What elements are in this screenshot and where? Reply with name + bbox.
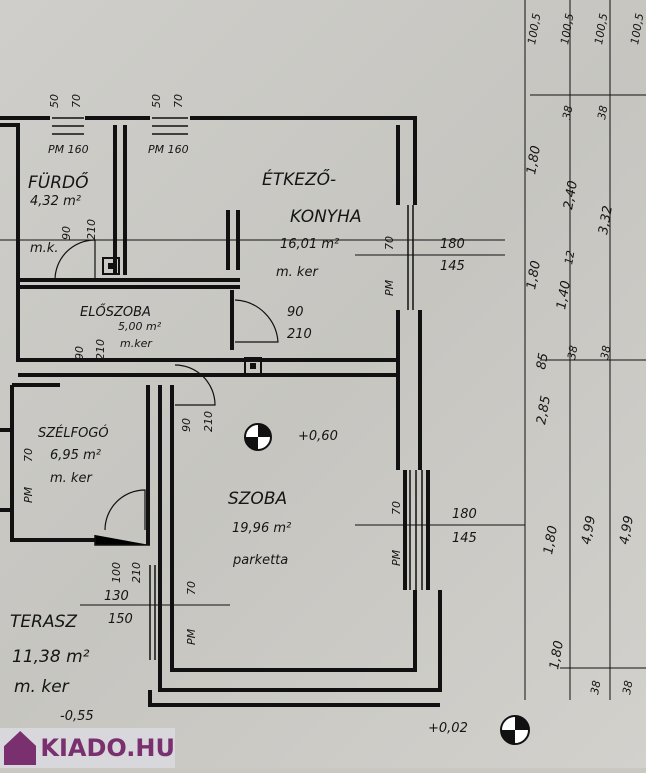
dim-col3-3: 38 <box>598 344 613 360</box>
kitchen-area: 16,01 m² <box>280 237 339 252</box>
kitchen-window-width: 180 <box>440 237 465 252</box>
watermark-text: KIADO.HU <box>40 734 175 762</box>
vestibule-window-pm: PM <box>22 486 35 503</box>
watermark: KIADO.HU <box>0 728 175 768</box>
dim-col2-7: 38 <box>588 679 603 695</box>
dim-top-4: 100,5 <box>628 12 646 45</box>
room-door-width: 90 <box>180 418 193 432</box>
room-name: SZOBA <box>228 489 287 509</box>
window1-label: PM 160 <box>48 143 89 156</box>
dim-col3-2: 3,32 <box>596 205 616 236</box>
vestibule-area: 6,95 m² <box>50 448 101 463</box>
dim-partial: 85 <box>534 352 552 371</box>
terrace-door-width: 100 <box>110 562 123 583</box>
room-window-parapet: 145 <box>452 531 477 546</box>
kitchen-floor: m. ker <box>276 265 319 280</box>
bath-door-height: 210 <box>85 219 98 240</box>
terrace-dim-2: 150 <box>108 612 133 627</box>
bathroom-floor: m.k. <box>30 241 58 256</box>
window1-width: 50 <box>48 94 61 108</box>
dim-col2-5: 38 <box>565 344 580 360</box>
dim-col1-3: 2,85 <box>534 395 554 426</box>
dim-col2-2: 2,40 <box>561 180 581 211</box>
room-door-height: 210 <box>202 411 215 432</box>
hall-area: 5,00 m² <box>118 320 162 333</box>
dim-col1-4: 1,80 <box>541 525 561 556</box>
window1-height: 70 <box>70 94 83 108</box>
entry-door-height: 210 <box>94 339 107 360</box>
hall-door-height: 210 <box>287 327 312 342</box>
terrace-name: TERASZ <box>10 612 77 632</box>
dim-top-1: 100,5 <box>525 12 543 45</box>
vestibule-window-height: 70 <box>22 448 35 462</box>
window2-label: PM 160 <box>148 143 189 156</box>
terrace-window-pm: PM <box>185 628 198 645</box>
bathroom-area: 4,32 m² <box>30 194 81 209</box>
kitchen-name-2: KONYHA <box>290 207 362 227</box>
terrace-floor: m. ker <box>14 677 70 697</box>
vestibule-floor: m. ker <box>50 471 93 486</box>
window2-height: 70 <box>172 94 185 108</box>
bath-door-width: 90 <box>60 226 73 240</box>
dim-col3-1: 38 <box>595 104 610 120</box>
window2-width: 50 <box>150 94 163 108</box>
room-floor: parketta <box>232 553 288 568</box>
dim-col2-6: 4,99 <box>579 515 599 546</box>
room-window-height: 70 <box>390 501 403 515</box>
hall-name: ELŐSZOBA <box>80 304 151 320</box>
walls <box>0 116 442 707</box>
dim-col2-4: 1,40 <box>554 280 574 311</box>
terrace-door-height: 210 <box>130 562 143 583</box>
entrance-level: +0,02 <box>428 721 468 736</box>
dim-top-3: 100,5 <box>592 12 610 45</box>
hall-door-width: 90 <box>287 305 304 320</box>
dim-col2-3: 12 <box>562 249 577 265</box>
terrace-level: -0,55 <box>60 709 94 724</box>
dim-col2-1: 38 <box>560 104 575 120</box>
terrace-dim-1: 130 <box>104 589 129 604</box>
room-level: +0,60 <box>298 429 338 444</box>
house-logo-icon <box>4 731 37 765</box>
room-window-pm: PM <box>390 549 403 566</box>
kitchen-window-height: 70 <box>383 236 396 250</box>
kitchen-window-parapet: 145 <box>440 259 465 274</box>
kitchen-window-pm: PM <box>383 279 396 296</box>
entry-door-width: 90 <box>73 346 86 360</box>
room-window-width: 180 <box>452 507 477 522</box>
dim-col1-2: 1,80 <box>524 260 544 291</box>
dim-col1-1: 1,80 <box>524 145 544 176</box>
terrace-window-height: 70 <box>185 581 198 595</box>
bathroom-name: FÜRDŐ <box>28 171 89 193</box>
hall-floor: m.ker <box>120 337 153 350</box>
terrace-area: 11,38 m² <box>12 647 90 667</box>
window-marks <box>52 117 423 660</box>
fixtures <box>102 257 262 375</box>
dim-col3-5: 38 <box>620 679 635 695</box>
dim-col3-4: 4,99 <box>617 515 637 546</box>
vestibule-name: SZÉLFOGÓ <box>38 425 109 441</box>
level-markers <box>244 423 530 745</box>
door-swings <box>0 0 646 700</box>
dim-top-2: 100,5 <box>558 12 576 45</box>
kitchen-name-1: ÉTKEZŐ- <box>262 168 336 190</box>
room-area: 19,96 m² <box>232 521 291 536</box>
dim-col1-5: 1,80 <box>547 640 567 671</box>
